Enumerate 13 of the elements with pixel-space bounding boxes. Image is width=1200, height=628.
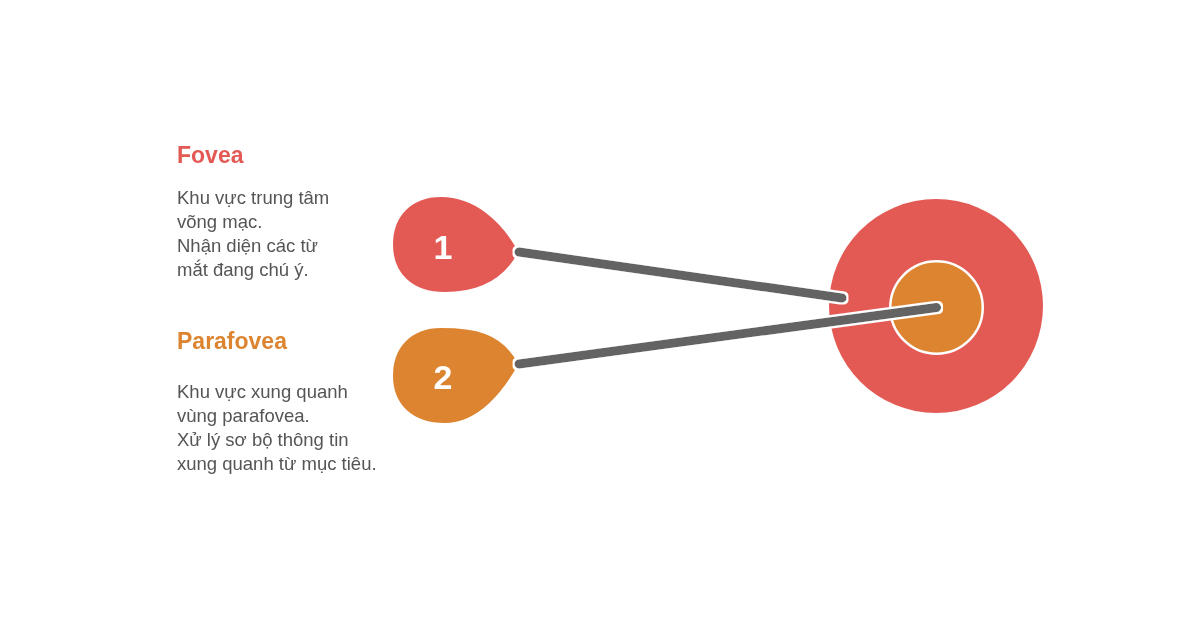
description-text: Xử lý sơ bộ thông tin xung quanh từ mục tiêu.: [177, 428, 378, 476]
description-text: Khu vực trung tâm võng mạc.: [177, 186, 331, 234]
pin-number: 1: [433, 230, 453, 264]
section-heading: Parafovea: [177, 328, 287, 354]
description-text: Khu vực xung quanh vùng parafovea.: [177, 380, 349, 428]
connector-line: [514, 247, 847, 303]
target-center-circle: [889, 260, 984, 355]
pin-number: 2: [433, 360, 453, 394]
description-text: Nhận diện các từ mắt đang chú ý.: [177, 234, 319, 282]
numbered-pin: [395, 199, 519, 290]
numbered-pin: [395, 330, 519, 421]
target-circle: [829, 199, 1043, 413]
section-heading: Fovea: [177, 142, 244, 168]
